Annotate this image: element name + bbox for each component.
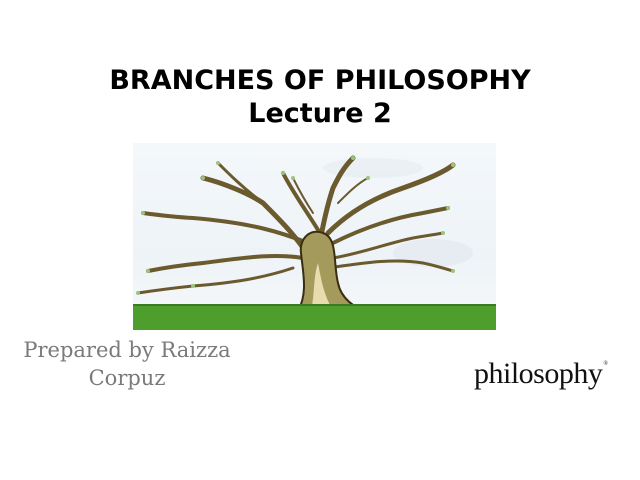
logo-text: philosophy	[474, 357, 603, 390]
tree-icon	[136, 155, 473, 316]
philosophy-logo: philosophy®	[474, 357, 608, 391]
slide-title: BRANCHES OF PHILOSOPHY Lecture 2	[0, 64, 640, 130]
title-subtitle: Lecture 2	[248, 98, 392, 129]
author-line-2: Corpuz	[88, 366, 166, 390]
title-main: BRANCHES OF PHILOSOPHY	[109, 65, 531, 96]
tree-illustration	[133, 143, 496, 330]
ground	[133, 304, 496, 330]
registered-mark-icon: ®	[603, 361, 608, 367]
author-line-1: Prepared by Raizza	[23, 338, 231, 362]
author-credit: Prepared by Raizza Corpuz	[20, 336, 234, 392]
